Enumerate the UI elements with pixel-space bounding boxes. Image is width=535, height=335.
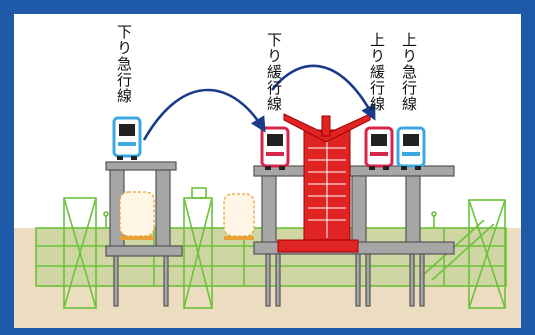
local-train-icon (364, 126, 394, 170)
label-up-express: 上り急行線 (400, 32, 418, 112)
shift-arrow-icon (270, 64, 376, 121)
cross-section-diagram (14, 10, 521, 328)
label-down-express: 下り急行線 (115, 24, 133, 104)
local-train-icon (260, 126, 290, 170)
diagram-panel: 下り急行線 下り緩行線 上り緩行線 上り急行線 (14, 10, 521, 328)
label-down-local: 下り緩行線 (265, 32, 283, 112)
shift-arrow-icon (142, 88, 266, 141)
temporary-track (119, 191, 255, 237)
express-train-icon (396, 126, 426, 170)
express-train-icon (112, 116, 142, 160)
label-up-local: 上り緩行線 (368, 32, 386, 112)
